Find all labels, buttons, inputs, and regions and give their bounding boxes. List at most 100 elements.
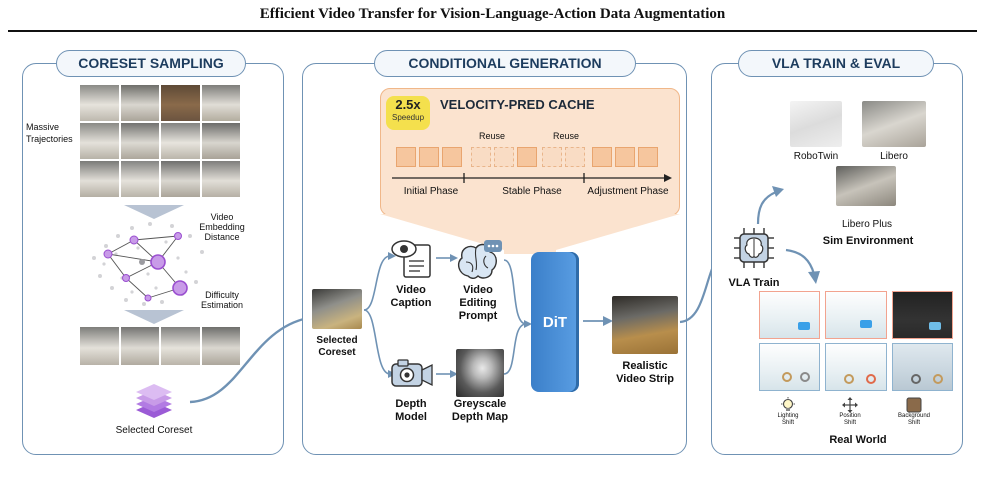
real-world-thumb <box>891 291 953 339</box>
chip-arrows <box>756 186 820 284</box>
selected-trajectory-strip <box>80 327 240 365</box>
timestep-block <box>419 147 439 167</box>
greyscale-depth-label: Greyscale Depth Map <box>451 398 509 423</box>
difficulty-estimation-label: Difficulty Estimation <box>200 290 244 310</box>
embedding-distance-label: Video Embedding Distance <box>199 212 245 242</box>
title-rule <box>8 30 977 32</box>
vla-chip-icon <box>734 228 774 268</box>
trajectory-thumb <box>161 85 200 121</box>
page-title: Efficient Video Transfer for Vision-Lang… <box>259 6 726 22</box>
phase-stable: Stable Phase <box>502 186 562 197</box>
trajectory-thumb <box>201 85 240 121</box>
real-world-thumb <box>891 343 953 391</box>
greyscale-depth-map <box>456 349 504 397</box>
robotwin-label: RoboTwin <box>793 151 839 162</box>
trajectory-thumb <box>201 123 240 159</box>
scene-object <box>932 374 943 384</box>
position-shift-label: Position Shift <box>839 413 861 426</box>
scene-object <box>928 322 941 330</box>
down-arrow-icon <box>124 205 184 219</box>
timestep-block <box>592 147 612 167</box>
real-world-thumb <box>759 291 821 339</box>
speedup-value: 2.5x <box>395 97 421 112</box>
trajectory-thumb <box>161 327 200 365</box>
coreset-heading: CORESET SAMPLING <box>56 50 246 77</box>
scene-object <box>866 374 877 384</box>
eye-document-icon <box>391 240 431 278</box>
real-world-grid <box>759 291 953 391</box>
reuse-label-2: Reuse <box>552 131 579 141</box>
trajectory-thumb <box>80 161 119 197</box>
phase-adjustment: Adjustment Phase <box>587 186 669 197</box>
scene-object <box>910 374 921 384</box>
libero-plus-label: Libero Plus <box>841 219 893 230</box>
trajectory-thumb <box>80 123 119 159</box>
scene-object <box>798 322 810 330</box>
timestep-block <box>442 147 462 167</box>
vla-train-label: VLA Train <box>728 277 780 289</box>
trajectory-grid <box>80 85 240 197</box>
trajectory-thumb <box>161 161 200 197</box>
trajectory-thumb <box>120 85 159 121</box>
embedding-graph <box>92 222 204 306</box>
real-world-thumb <box>825 343 887 391</box>
vla-heading: VLA TRAIN & EVAL <box>738 50 934 77</box>
video-caption-label: Video Caption <box>390 284 432 309</box>
trajectory-thumb <box>120 161 159 197</box>
robotwin-thumb <box>790 101 842 147</box>
timestep-block-reused <box>542 147 562 167</box>
massive-trajectories-label: Massive Trajectories <box>26 122 73 144</box>
lightbulb-icon <box>781 397 795 411</box>
trajectory-thumb <box>201 327 240 365</box>
timestep-block-reused <box>494 147 514 167</box>
trajectory-thumb <box>80 327 119 365</box>
timestep-block <box>615 147 635 167</box>
selected-coreset-photo <box>312 289 362 329</box>
trajectory-thumb <box>80 85 119 121</box>
trajectory-thumb <box>120 123 159 159</box>
speedup-badge: 2.5x Speedup <box>386 96 430 130</box>
scene-object <box>782 372 792 382</box>
selected-coreset-label: Selected Coreset <box>115 425 193 436</box>
reuse-label-1: Reuse <box>478 131 505 141</box>
dit-label: DiT <box>542 314 568 331</box>
down-arrow-icon <box>124 310 184 324</box>
trajectory-thumb <box>201 161 240 197</box>
realistic-video-label: Realistic Video Strip <box>616 360 674 385</box>
libero-plus-thumb <box>836 166 896 206</box>
branch-connectors <box>363 252 532 378</box>
timestep-block-reused <box>471 147 491 167</box>
background-shift-label: Background Shift <box>897 413 931 426</box>
lighting-shift-label: Lighting Shift <box>777 413 799 426</box>
real-world-label: Real World <box>829 434 887 446</box>
coreset-to-generation-arrow <box>189 312 318 404</box>
realistic-video-photo <box>612 296 678 354</box>
libero-label: Libero <box>880 151 908 162</box>
cache-title: VELOCITY-PRED CACHE <box>440 97 595 112</box>
video-editing-prompt-label: Video Editing Prompt <box>458 284 498 322</box>
trajectory-thumb <box>161 123 200 159</box>
real-world-thumb <box>759 343 821 391</box>
selected-coreset-text: Selected Coreset <box>316 335 358 358</box>
libero-thumb <box>862 101 926 147</box>
timestep-block-reused <box>565 147 585 167</box>
dit-to-output-arrow <box>583 316 613 326</box>
trajectory-thumb <box>120 327 159 365</box>
scene-object <box>800 372 810 382</box>
dit-block <box>531 252 579 392</box>
timestep-block <box>396 147 416 167</box>
timestep-block <box>638 147 658 167</box>
layers-icon <box>136 384 172 418</box>
scene-object <box>860 320 873 328</box>
depth-model-label: Depth Model <box>395 398 427 423</box>
phase-initial: Initial Phase <box>403 186 459 197</box>
move-arrows-icon <box>842 397 858 413</box>
scene-object <box>844 374 855 384</box>
timestep-block <box>517 147 537 167</box>
generation-heading: CONDITIONAL GENERATION <box>374 50 636 77</box>
camera-icon <box>391 359 433 387</box>
sim-environment-label: Sim Environment <box>822 235 914 247</box>
background-swatch-icon <box>906 397 922 413</box>
real-world-thumb <box>825 291 887 339</box>
speedup-label: Speedup <box>391 113 425 122</box>
